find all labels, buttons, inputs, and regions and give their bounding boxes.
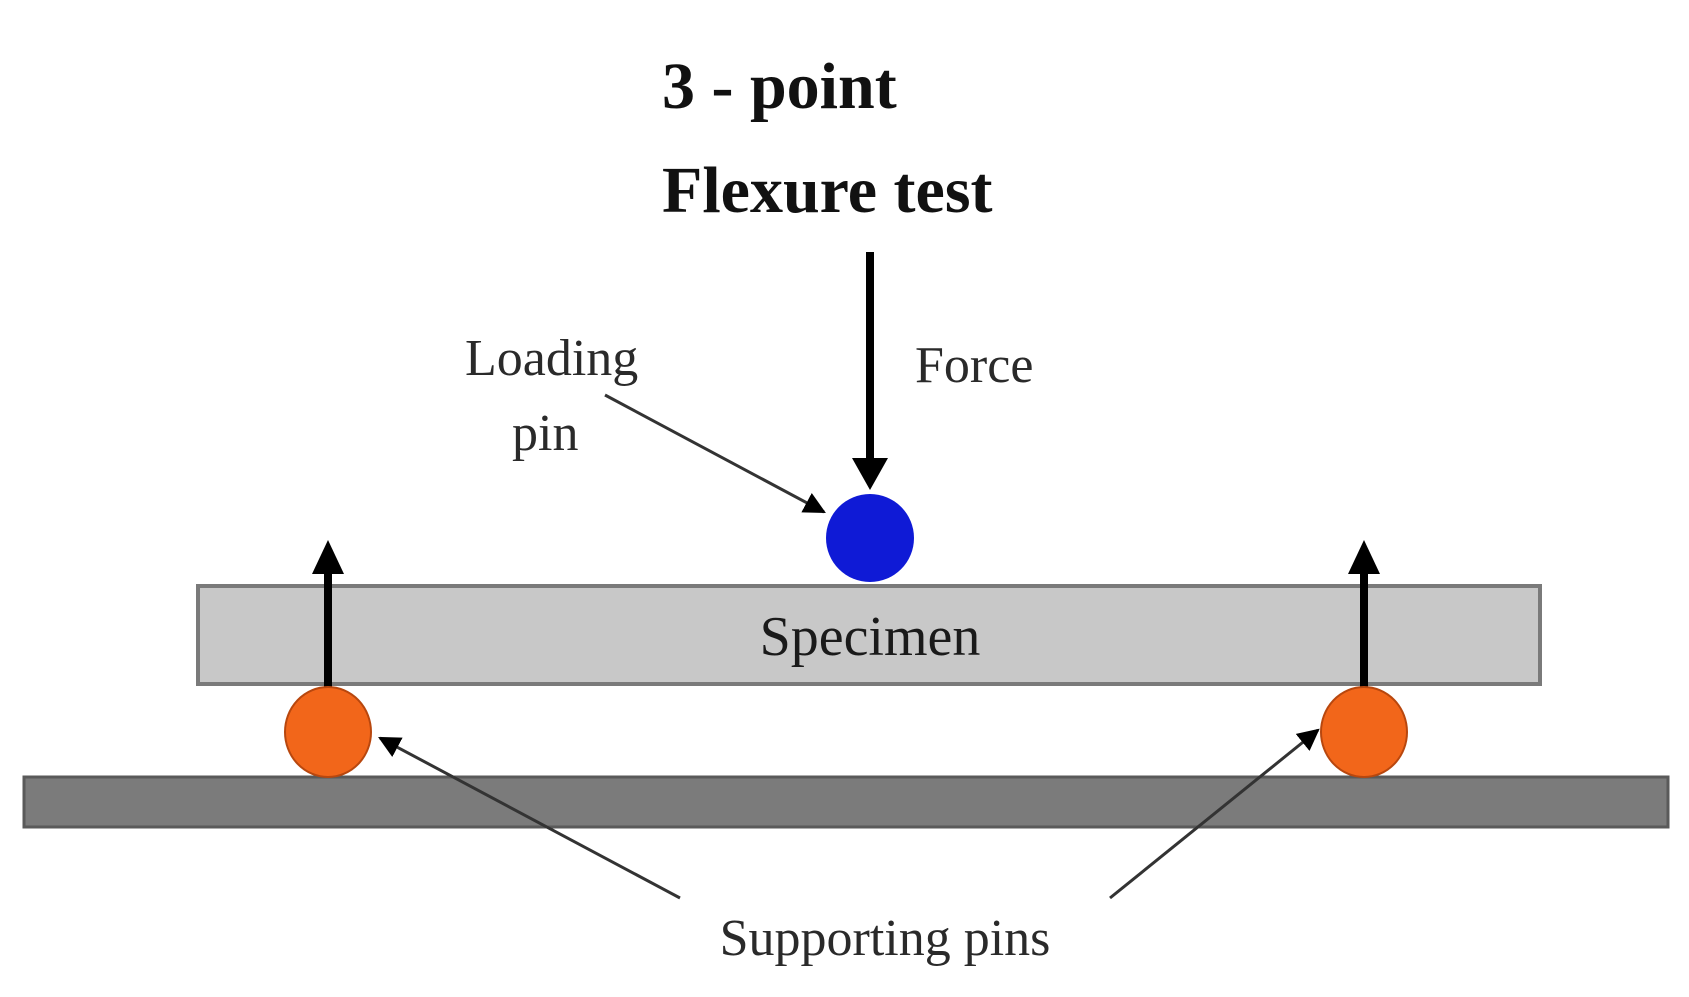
loading-pin-leader-line	[604, 393, 826, 514]
right-supporting-pin-leader-line	[1109, 728, 1320, 900]
loading-pin-label-line1: Loading	[465, 330, 638, 387]
left-supporting-pin-leader-line	[378, 736, 681, 900]
specimen-bar	[196, 584, 1542, 686]
left-supporting-pin-icon	[284, 686, 372, 778]
force-label: Force	[915, 337, 1033, 394]
diagram-title-line1: 3 - point	[662, 50, 897, 123]
right-reaction-arrow-icon	[1348, 540, 1380, 690]
diagram-title-line2: Flexure test	[662, 154, 993, 227]
loading-pin-icon	[826, 494, 914, 582]
loading-pin-label-line2: pin	[512, 405, 578, 462]
force-arrow-icon	[852, 252, 888, 490]
specimen-label: Specimen	[760, 606, 981, 668]
supporting-pins-label: Supporting pins	[720, 910, 1051, 967]
left-reaction-arrow-icon	[312, 540, 344, 690]
right-supporting-pin-icon	[1320, 686, 1408, 778]
base-plate	[22, 775, 1670, 829]
